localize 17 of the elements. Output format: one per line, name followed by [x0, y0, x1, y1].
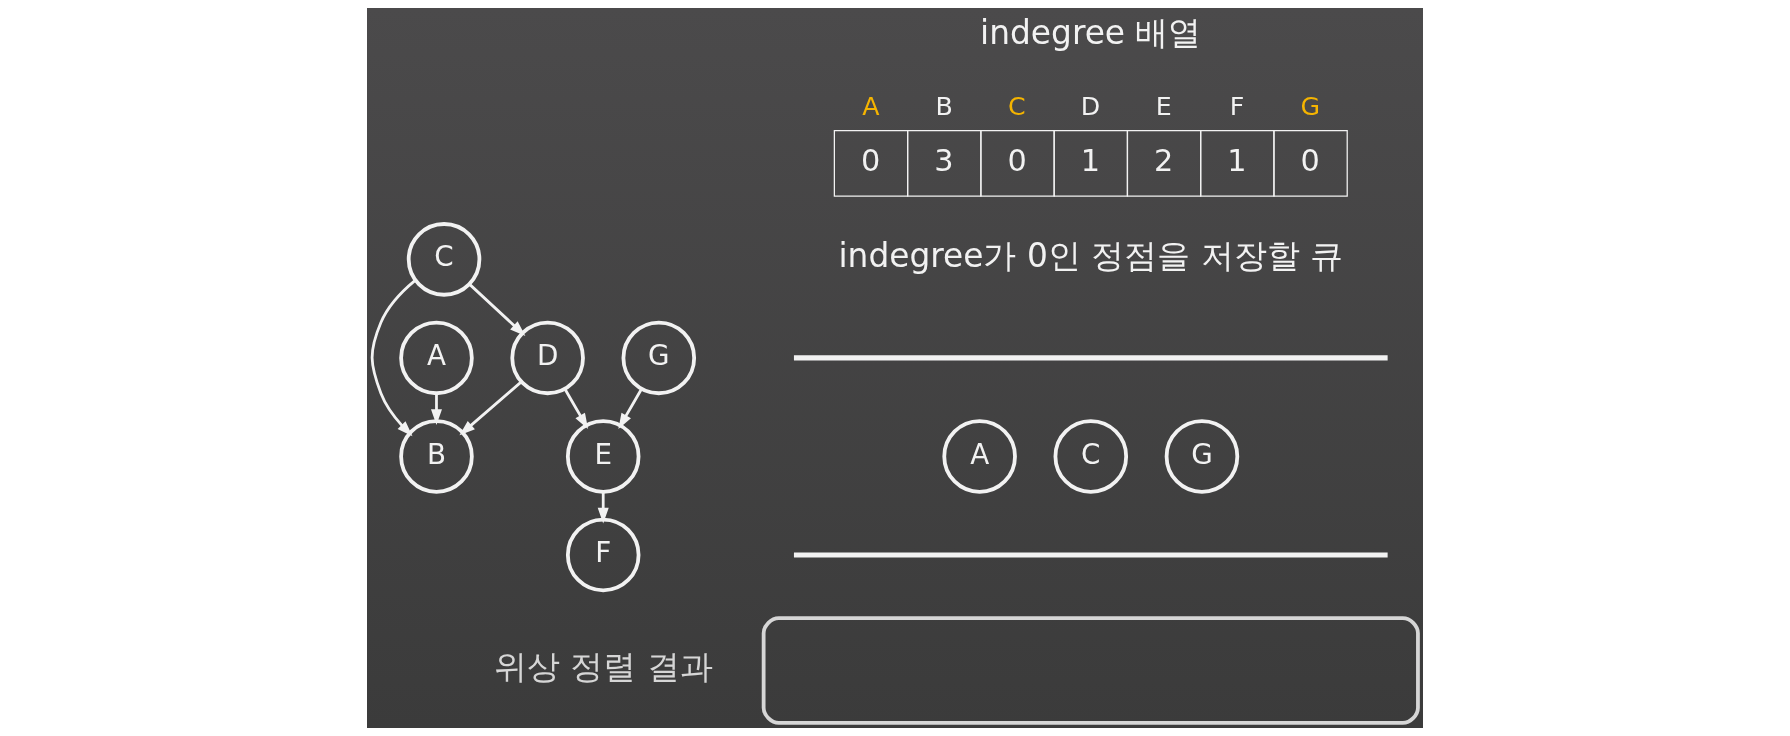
- node-label: 위상 정렬 결과: [493, 648, 713, 687]
- label: B: [935, 92, 953, 122]
- label: 0: [860, 143, 881, 179]
- label: 2: [1153, 143, 1174, 179]
- label: indegree 배열: [980, 14, 1202, 53]
- label: 0: [1300, 143, 1320, 179]
- label: G: [1300, 92, 1321, 122]
- label: 0: [1007, 143, 1027, 179]
- label: C: [1008, 92, 1026, 122]
- label: 1: [1227, 143, 1247, 179]
- label: D: [1080, 92, 1101, 122]
- label: F: [1229, 92, 1245, 122]
- label: indegree가 0인 정점을 저장할 큐: [838, 237, 1344, 276]
- label: A: [862, 92, 880, 122]
- label: 1: [1080, 143, 1100, 179]
- label: 3: [934, 143, 954, 179]
- label: E: [1155, 92, 1172, 122]
